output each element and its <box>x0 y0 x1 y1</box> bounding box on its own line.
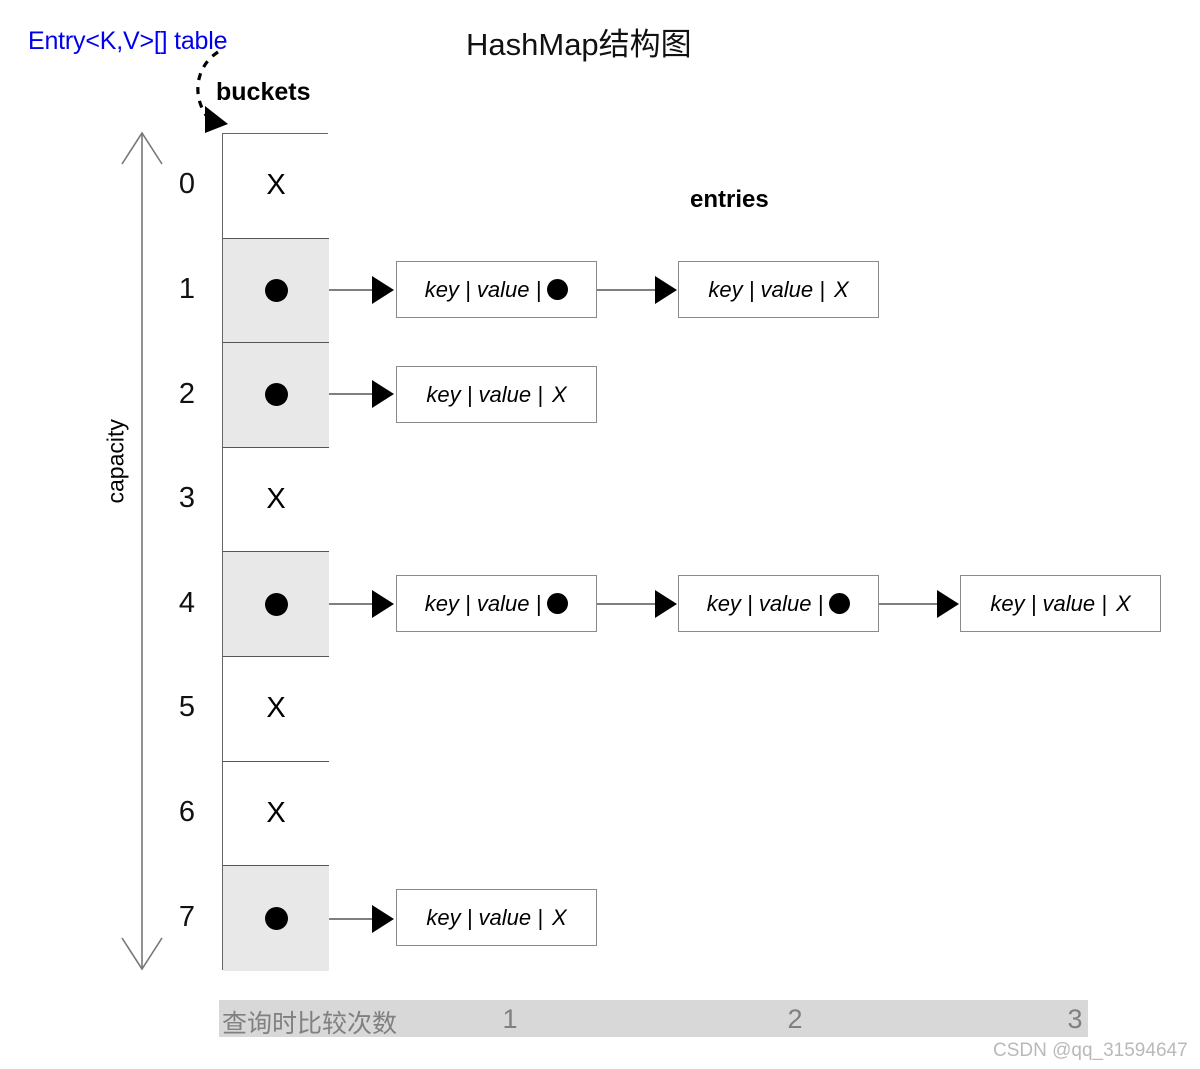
entry-next-pointer-dot-icon <box>829 593 851 615</box>
entry-key-value-text: key | value | <box>706 590 824 616</box>
entry-node-b4-1[interactable]: key | value | <box>396 575 597 633</box>
entry-node-b4-2[interactable]: key | value | <box>678 575 879 633</box>
entry-key-value-text: key | value | <box>990 590 1107 616</box>
bucket-index-1: 1 <box>178 272 196 305</box>
entry-next-null-marker: X <box>551 381 567 407</box>
watermark: CSDN @qq_31594647 <box>993 1040 1188 1061</box>
table-field-label: Entry<K,V>[] table <box>28 27 228 55</box>
link-entry2-entry3-row4 <box>879 590 959 618</box>
bucket-index-7: 7 <box>178 900 196 933</box>
comparison-count-label: 查询时比较次数 <box>222 1010 398 1038</box>
bucket-cell-0[interactable]: X <box>223 134 329 239</box>
link-entry1-entry2-row1 <box>597 276 677 304</box>
null-marker: X <box>266 796 286 829</box>
null-marker: X <box>266 692 286 725</box>
bucket-cell-7[interactable] <box>223 866 329 971</box>
bucket-pointer-dot-icon <box>264 383 288 407</box>
comparison-count-bar <box>219 1000 1088 1037</box>
null-marker: X <box>266 169 286 202</box>
entry-node-b1-2[interactable]: key | value | X <box>678 261 879 319</box>
entry-next-null-marker: X <box>551 904 567 930</box>
entry-next-pointer-dot-icon <box>547 279 569 301</box>
entry-next-null-marker: X <box>833 276 849 302</box>
capacity-label: capacity <box>102 419 129 504</box>
bucket-index-4: 4 <box>178 586 196 619</box>
bucket-index-2: 2 <box>178 377 196 410</box>
bucket-pointer-dot-icon <box>264 906 288 930</box>
bucket-array: X X X X <box>222 133 329 971</box>
bucket-pointer-dot-icon <box>264 592 288 616</box>
bucket-index-6: 6 <box>178 795 196 828</box>
entry-next-pointer-dot-icon <box>547 593 569 615</box>
bucket-cell-6[interactable]: X <box>223 761 329 867</box>
bucket-cell-3[interactable]: X <box>223 447 329 553</box>
comparison-count-3: 3 <box>1067 1004 1083 1034</box>
bucket-cell-1[interactable] <box>223 238 329 344</box>
bucket-index-0: 0 <box>178 168 196 201</box>
bucket-cell-5[interactable]: X <box>223 657 329 762</box>
entry-node-b4-3[interactable]: key | value | X <box>960 575 1161 633</box>
comparison-count-2: 2 <box>787 1004 803 1034</box>
entry-key-value-text: key | value | <box>426 381 543 407</box>
entries-label: entries <box>690 186 769 213</box>
entry-node-b2-1[interactable]: key | value | X <box>396 366 597 423</box>
buckets-label: buckets <box>216 78 311 106</box>
table-pointer-curve <box>196 50 228 133</box>
bucket-index-5: 5 <box>178 691 196 724</box>
null-marker: X <box>266 483 286 516</box>
page-title: HashMap结构图 <box>466 27 692 62</box>
bucket-cell-4[interactable] <box>223 552 329 657</box>
entry-key-value-text: key | value | <box>424 590 542 616</box>
entry-node-b1-1[interactable]: key | value | <box>396 261 597 319</box>
link-entry1-entry2-row4 <box>597 590 677 618</box>
comparison-count-1: 1 <box>502 1004 518 1034</box>
bucket-index-3: 3 <box>178 482 196 515</box>
bucket-cell-2[interactable] <box>223 343 329 448</box>
entry-key-value-text: key | value | <box>426 904 543 930</box>
bucket-pointer-dot-icon <box>264 278 288 302</box>
entry-next-null-marker: X <box>1115 590 1131 616</box>
entry-key-value-text: key | value | <box>708 276 825 302</box>
entry-key-value-text: key | value | <box>424 276 542 302</box>
capacity-arrow <box>121 131 163 971</box>
entry-node-b7-1[interactable]: key | value | X <box>396 889 597 946</box>
